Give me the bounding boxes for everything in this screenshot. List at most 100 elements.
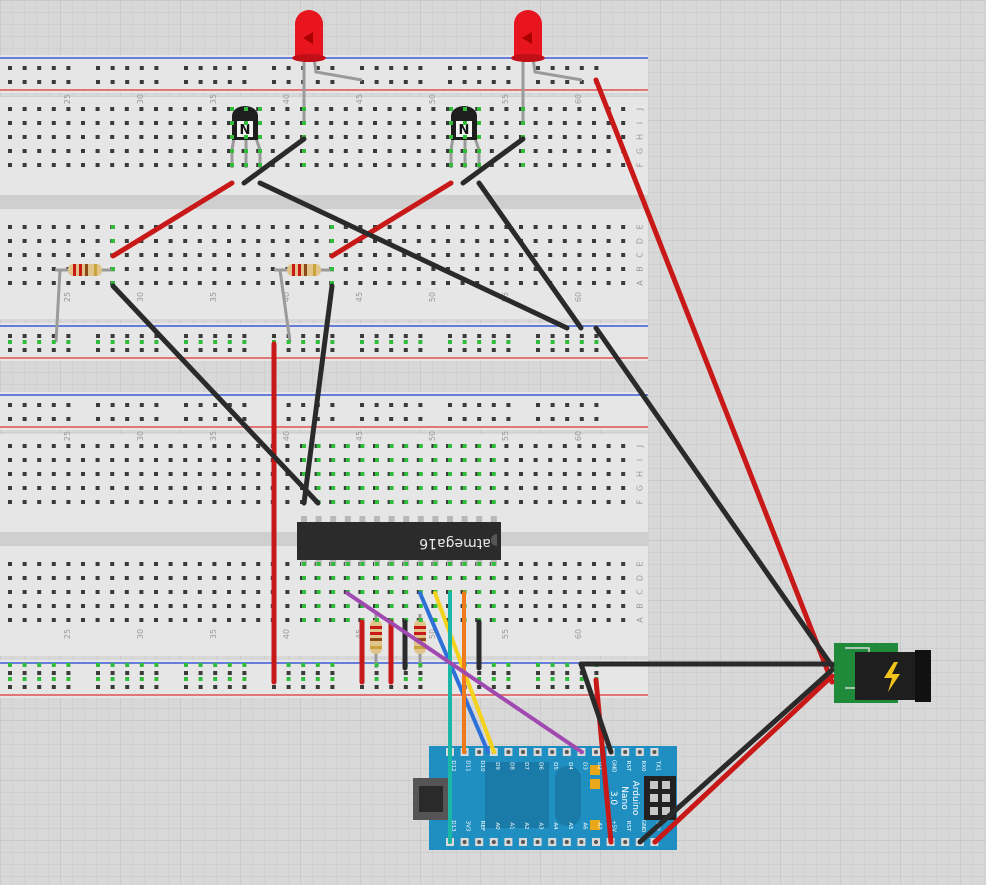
column-label-bottom: 30 — [136, 292, 145, 302]
wire-blue[interactable] — [418, 591, 490, 754]
terminal-hole — [124, 500, 129, 504]
wire-red[interactable] — [652, 673, 835, 845]
terminal-hole — [373, 107, 377, 111]
terminal-hole — [373, 281, 377, 285]
terminal-hole — [402, 107, 407, 111]
terminal-hole — [533, 590, 538, 594]
resistor-2[interactable] — [274, 264, 334, 343]
wire-black[interactable] — [257, 180, 570, 331]
rail-hole — [184, 66, 188, 70]
rail-hole — [315, 348, 320, 352]
icsp-pin[interactable] — [650, 794, 658, 802]
terminal-hole — [139, 149, 144, 153]
terminal-hole — [562, 500, 567, 504]
terminal-hole — [66, 225, 71, 229]
icsp-pin[interactable] — [662, 794, 670, 802]
wire-black[interactable] — [637, 667, 835, 845]
terminal-hole — [256, 472, 261, 476]
wire-black[interactable] — [593, 325, 835, 669]
rail-hole — [96, 80, 100, 84]
wire-black[interactable] — [301, 283, 335, 506]
rail-hole — [374, 417, 379, 421]
rail-hole — [403, 348, 408, 352]
rail-hole — [37, 417, 42, 421]
terminal-hole — [387, 107, 392, 111]
wire-black[interactable] — [241, 136, 307, 186]
rail-hole — [286, 685, 291, 689]
wire-red[interactable] — [593, 677, 614, 845]
terminal-hole — [621, 604, 626, 608]
terminal-hole — [577, 267, 582, 271]
terminal-hole — [329, 163, 334, 167]
terminal-hole — [8, 604, 12, 608]
terminal-hole — [606, 444, 611, 448]
terminal-hole — [489, 121, 494, 125]
terminal-hole — [241, 281, 246, 285]
terminal-hole — [504, 500, 509, 504]
terminal-hole — [227, 562, 231, 566]
rail-hole — [360, 685, 364, 689]
row-label: I — [636, 459, 645, 461]
terminal-hole — [329, 107, 334, 111]
rail-hole — [477, 334, 482, 338]
terminal-hole — [504, 267, 509, 271]
resistor-3[interactable] — [370, 614, 382, 668]
terminal-hole — [314, 281, 319, 285]
wire-black[interactable] — [460, 136, 526, 186]
terminal-hole — [139, 604, 144, 608]
rail-hole — [330, 403, 335, 407]
rail-hole — [315, 685, 320, 689]
rail-hole — [550, 66, 555, 70]
terminal-hole — [402, 121, 407, 125]
terminal-hole — [22, 500, 27, 504]
rail-hole — [462, 80, 467, 84]
terminal-hole — [256, 458, 261, 462]
rail-hole — [301, 348, 306, 352]
dc-power-jack[interactable] — [834, 643, 931, 703]
terminal-hole — [139, 225, 144, 229]
terminal-hole — [197, 163, 202, 167]
terminal-hole — [183, 604, 188, 608]
terminal-hole — [431, 163, 436, 167]
led-2[interactable] — [511, 10, 583, 122]
terminal-hole — [416, 121, 421, 125]
terminal-hole — [373, 267, 377, 271]
terminal-hole — [124, 486, 129, 490]
atmega16-chip[interactable]: atmega16 — [297, 522, 501, 560]
rail-hole — [389, 66, 394, 70]
terminal-hole — [212, 472, 217, 476]
wire-red[interactable] — [110, 180, 235, 259]
terminal-hole — [577, 253, 582, 257]
terminal-hole — [241, 486, 246, 490]
resistor-1[interactable] — [54, 264, 115, 343]
wire-black[interactable] — [476, 180, 584, 331]
terminal-hole — [241, 500, 246, 504]
terminal-hole — [577, 486, 582, 490]
wire-black[interactable] — [110, 283, 321, 506]
wire-red[interactable] — [329, 180, 454, 259]
icsp-pin[interactable] — [650, 807, 658, 815]
rail-hole — [403, 417, 408, 421]
rail-hole — [491, 80, 496, 84]
terminal-hole — [212, 135, 217, 139]
wire-purple[interactable] — [345, 591, 584, 754]
chip-pin — [403, 516, 410, 523]
terminal-hole — [139, 500, 144, 504]
terminal-hole — [241, 604, 246, 608]
nano-title-line-1: Arduino — [630, 781, 640, 816]
icsp-pin[interactable] — [650, 781, 658, 789]
terminal-hole — [197, 225, 202, 229]
wire-red[interactable] — [593, 77, 835, 685]
rail-hole — [37, 685, 42, 689]
terminal-hole — [139, 486, 144, 490]
terminal-hole — [460, 239, 465, 243]
icsp-pin[interactable] — [662, 781, 670, 789]
wire-black[interactable] — [578, 661, 614, 755]
icsp-pin[interactable] — [662, 807, 670, 815]
terminal-hole — [519, 281, 523, 285]
led-1[interactable] — [292, 10, 363, 122]
rail-hole — [22, 334, 27, 338]
terminal-hole — [66, 149, 71, 153]
terminal-hole — [606, 239, 611, 243]
